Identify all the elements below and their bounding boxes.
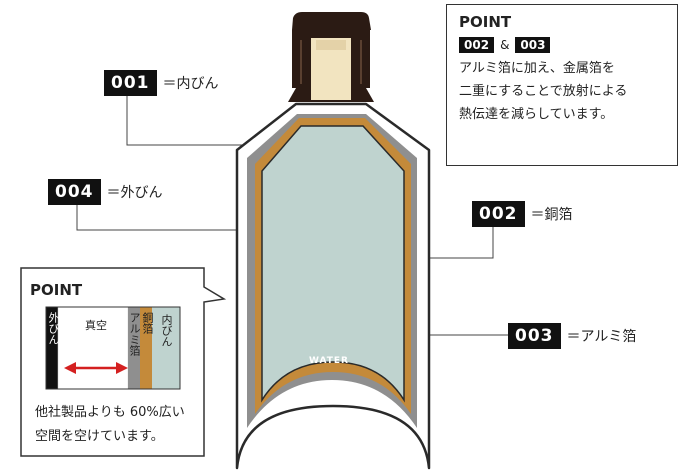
leader-line-001 xyxy=(126,94,250,146)
bottle-cap xyxy=(288,12,374,102)
leader-line-004 xyxy=(76,205,237,231)
label-copper-foil-text: ＝銅箔 xyxy=(530,207,573,223)
badge-004: 004 xyxy=(48,179,101,205)
inner-bottle xyxy=(261,125,405,403)
point-box-top-line-2: 二重にすることで放射による xyxy=(459,84,628,99)
layer-label-copper: 銅箔 xyxy=(141,312,154,334)
layer-diagram xyxy=(45,306,181,390)
label-copper-foil: 002 ＝銅箔 xyxy=(472,201,573,227)
point-box-top: POINT 002 & 003 アルミ箔に加え、金属箔を 二重にすることで放射に… xyxy=(446,4,678,166)
label-outer-bottle-text: ＝外びん xyxy=(106,185,163,201)
point-box-top-line-1: アルミ箔に加え、金属箔を xyxy=(459,61,615,76)
layer-label-outer: 外びん xyxy=(47,312,60,345)
layer-label-vacuum: 真空 xyxy=(85,319,107,332)
point-box-top-line-3: 熱伝達を減らしています。 xyxy=(459,107,614,122)
label-aluminum-foil: 003 ＝アルミ箔 xyxy=(508,323,636,349)
point-badge-003: 003 xyxy=(515,37,551,53)
label-aluminum-foil-text: ＝アルミ箔 xyxy=(566,329,637,345)
point-box-bottom-line-1: 他社製品よりも 60%広い xyxy=(35,405,185,420)
point-badge-002: 002 xyxy=(459,37,495,53)
point-box-bottom-line-2: 空間を空けています。 xyxy=(35,429,164,444)
badge-003: 003 xyxy=(508,323,561,349)
badge-002: 002 xyxy=(472,201,525,227)
point-box-top-badges: 002 & 003 xyxy=(459,37,677,53)
label-inner-bottle: 001 ＝内びん xyxy=(104,70,219,96)
label-outer-bottle: 004 ＝外びん xyxy=(48,179,163,205)
point-box-bottom-title: POINT xyxy=(30,281,83,299)
layer-label-aluminum: アルミ箔 xyxy=(128,312,141,356)
label-inner-bottle-text: ＝内びん xyxy=(162,76,219,92)
point-box-top-title: POINT xyxy=(459,13,512,31)
ampersand: & xyxy=(500,38,510,52)
water-label: WATER xyxy=(308,356,349,366)
vacuum-width-arrow xyxy=(64,362,128,374)
leader-line-002 xyxy=(404,226,494,259)
layer-label-inner: 内びん xyxy=(160,314,173,347)
badge-001: 001 xyxy=(104,70,157,96)
